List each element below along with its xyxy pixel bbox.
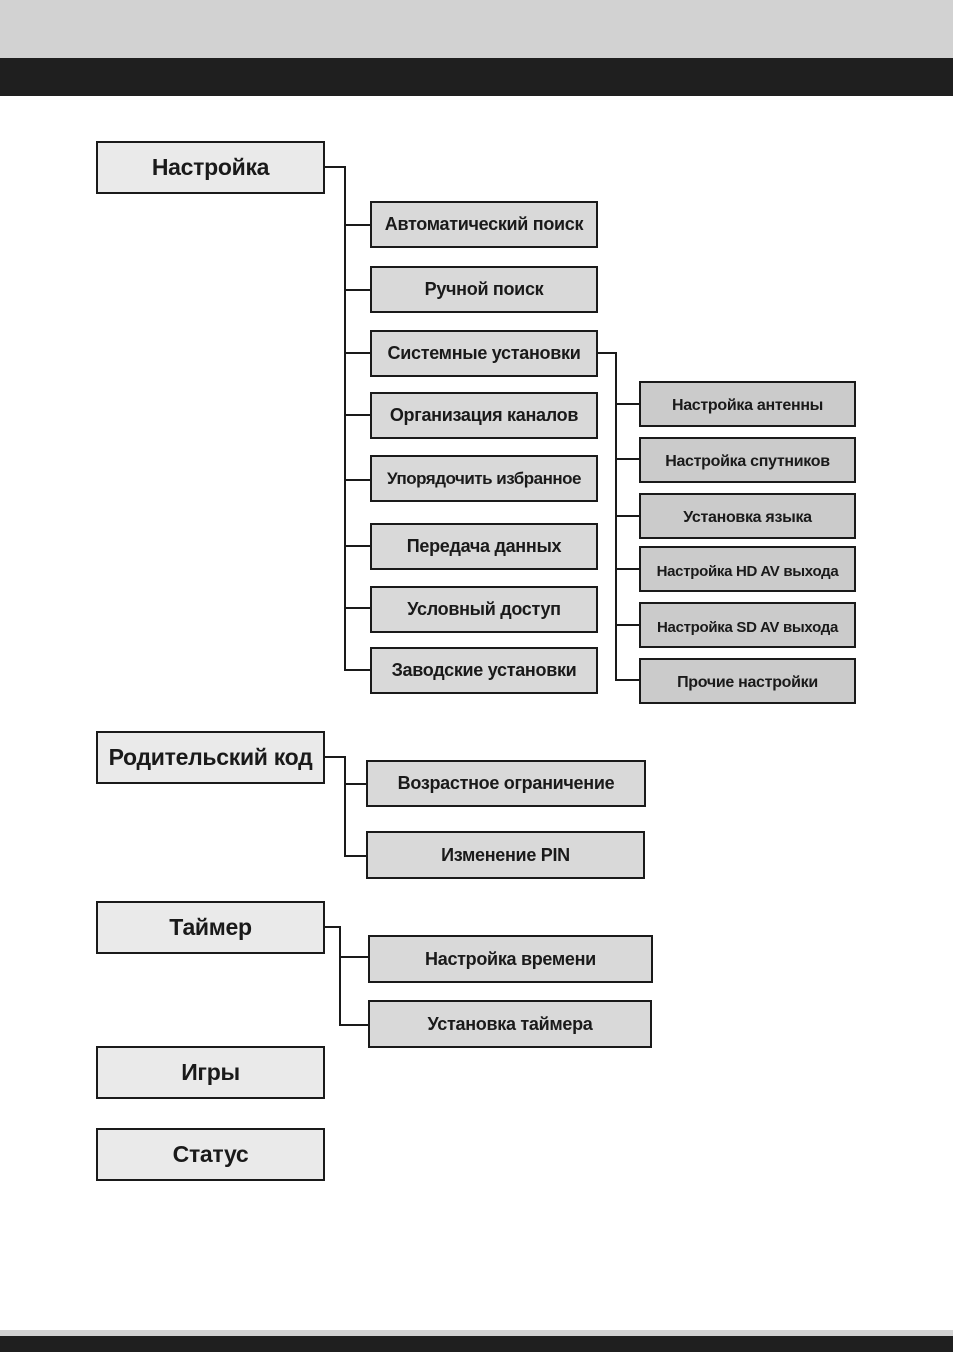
system-hd-av-output[interactable]: Настройка HD AV выхода	[639, 546, 856, 592]
submenu-conditional-access[interactable]: Условный доступ	[370, 586, 598, 633]
submenu-manual-search[interactable]: Ручной поиск	[370, 266, 598, 313]
submenu-factory-settings[interactable]: Заводские установки	[370, 647, 598, 694]
timer-timer-setup[interactable]: Установка таймера	[368, 1000, 652, 1048]
submenu-data-transfer[interactable]: Передача данных	[370, 523, 598, 570]
menu-setup[interactable]: Настройка	[96, 141, 325, 194]
header-band-light	[0, 0, 953, 58]
menu-games[interactable]: Игры	[96, 1046, 325, 1099]
submenu-sort-favorites[interactable]: Упорядочить избранное	[370, 455, 598, 502]
menu-timer[interactable]: Таймер	[96, 901, 325, 954]
submenu-auto-search[interactable]: Автоматический поиск	[370, 201, 598, 248]
menu-parental-code[interactable]: Родительский код	[96, 731, 325, 784]
timer-time-setup[interactable]: Настройка времени	[368, 935, 653, 983]
footer-band-dark	[0, 1336, 953, 1352]
system-language-setup[interactable]: Установка языка	[639, 493, 856, 539]
system-other-settings[interactable]: Прочие настройки	[639, 658, 856, 704]
footer-band-light	[0, 1330, 953, 1336]
header-band-dark	[0, 58, 953, 96]
system-antenna-setup[interactable]: Настройка антенны	[639, 381, 856, 427]
parental-age-restriction[interactable]: Возрастное ограничение	[366, 760, 646, 807]
system-sd-av-output[interactable]: Настройка SD AV выхода	[639, 602, 856, 648]
system-satellite-setup[interactable]: Настройка спутников	[639, 437, 856, 483]
submenu-channel-organization[interactable]: Организация каналов	[370, 392, 598, 439]
submenu-system-settings[interactable]: Системные установки	[370, 330, 598, 377]
menu-status[interactable]: Статус	[96, 1128, 325, 1181]
parental-change-pin[interactable]: Изменение PIN	[366, 831, 645, 879]
